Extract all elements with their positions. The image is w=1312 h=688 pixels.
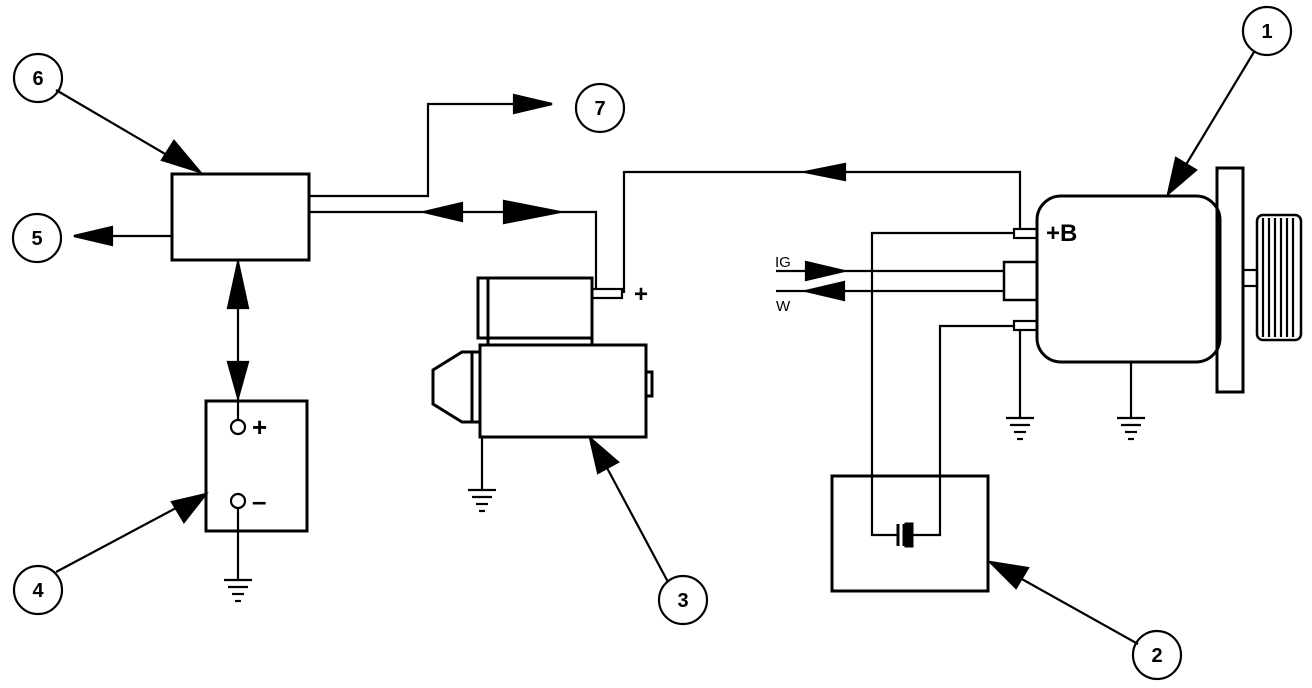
- callout-6-label: 6: [32, 68, 43, 90]
- callout-1-circle: [1241, 5, 1293, 57]
- module-box: [170, 172, 311, 262]
- ground-symbol-3: [468, 488, 496, 513]
- battery-plus-post: [229, 418, 247, 436]
- ground-stud: [1012, 319, 1039, 332]
- ground-symbol-4: [224, 578, 252, 603]
- starter-plus-stud: [590, 287, 624, 300]
- starter-motor: [431, 276, 654, 439]
- capacitor-box: [830, 474, 990, 593]
- ig-w-connector: [1002, 260, 1039, 302]
- battery-minus-label: –: [252, 486, 266, 516]
- battery-plus-label: +: [252, 412, 267, 442]
- module-starter-arrow-right: [502, 199, 561, 225]
- capacitor-symbol: [896, 522, 914, 548]
- ig-label: IG: [775, 254, 791, 271]
- module-starter-arrow-left: [423, 201, 464, 223]
- callout-3-circle: [657, 574, 709, 626]
- ground-symbol-1: [1006, 416, 1034, 441]
- w-arrow: [805, 280, 846, 302]
- arrow-to-5: [73, 225, 114, 247]
- b-terminal-label: +B: [1046, 220, 1077, 247]
- callout-5-label: 5: [31, 228, 42, 250]
- leader-1: [1183, 51, 1255, 169]
- leader-6-arrow: [160, 139, 204, 175]
- w-label: W: [776, 298, 791, 315]
- module-to-starter-wire: [309, 210, 598, 289]
- callout-2-circle: [1131, 629, 1183, 681]
- b-terminal-stud: [1012, 227, 1039, 240]
- leader-3-arrow: [588, 434, 620, 475]
- battery-module-arrow-down: [226, 360, 250, 403]
- callout-2-label: 2: [1151, 645, 1162, 667]
- callout-4-circle: [12, 564, 64, 616]
- leader-2: [1019, 577, 1139, 645]
- callout-5-circle: [11, 212, 63, 264]
- battery-module-arrow-up: [226, 261, 250, 310]
- callout-7-label: 7: [594, 98, 605, 120]
- starter-plus-label: +: [634, 281, 648, 308]
- ground-symbol-2: [1117, 416, 1145, 441]
- alternator-pulley: [1255, 213, 1303, 342]
- leader-4-arrow: [170, 492, 209, 524]
- leader-6: [55, 89, 173, 159]
- leader-3: [605, 465, 669, 583]
- leader-2-arrow: [986, 560, 1030, 590]
- callout-1-label: 1: [1261, 21, 1272, 43]
- callout-6-circle: [12, 52, 64, 104]
- leader-1-arrow: [1166, 156, 1198, 197]
- battery-minus-post: [229, 492, 247, 510]
- b-wire-arrow: [804, 162, 847, 182]
- callout-4-label: 4: [32, 580, 44, 602]
- leader-4: [55, 507, 177, 573]
- capacitor-wire-2: [912, 324, 1014, 537]
- alternator-shaft: [1241, 268, 1259, 288]
- arrow-to-7: [512, 93, 553, 115]
- capacitor-wire-1: [870, 231, 1014, 537]
- module-to-7-wire: [309, 102, 552, 198]
- callout-3-label: 3: [677, 590, 688, 612]
- battery-box: [204, 399, 309, 533]
- ig-arrow: [804, 260, 845, 282]
- callout-7-circle: [574, 82, 626, 134]
